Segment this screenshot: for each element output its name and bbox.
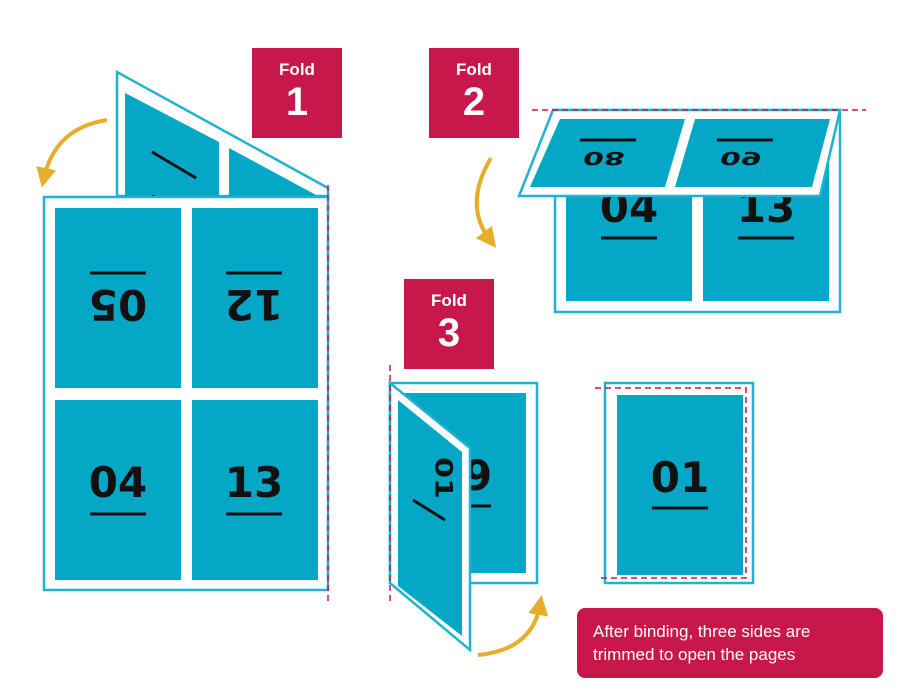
page-number: 05 [89, 280, 147, 329]
page-04: 04 [55, 400, 181, 580]
page-number: 08 [581, 148, 627, 169]
page-number: 12 [225, 280, 283, 329]
fold-2-sheet: 04 13 08 09 [474, 108, 866, 314]
fold-arrow [477, 595, 549, 657]
fold-word: Fold [279, 60, 315, 79]
fold-1-label: Fold 1 [252, 48, 342, 138]
fold-3-label: Fold 3 [404, 279, 494, 369]
page-number: 01 [651, 453, 709, 502]
fold-2-label: Fold 2 [429, 48, 519, 138]
fold-arrow [474, 156, 497, 248]
page-number: 09 [718, 148, 764, 169]
final-booklet: 01 [595, 381, 755, 585]
trim-line [595, 387, 747, 579]
fold-number: 3 [437, 311, 461, 355]
page-number: 04 [89, 458, 147, 507]
page-number: 13 [225, 458, 283, 507]
fold-word: Fold [431, 291, 467, 310]
fold-number: 1 [285, 80, 309, 124]
page-number: 01 [429, 457, 456, 499]
fold-1-sheet: 07 05 12 04 13 [36, 69, 330, 604]
page-12: 12 [192, 208, 318, 388]
fold-word: Fold [456, 60, 492, 79]
fold-arrow [36, 118, 108, 188]
page-05: 05 [55, 208, 181, 388]
page-13: 13 [192, 400, 318, 580]
trim-note: After binding, three sides are trimmed t… [577, 608, 883, 678]
fold-3-sheet: 09 01 [388, 365, 549, 657]
fold-2-flap: 08 09 [517, 108, 842, 198]
fold-number: 2 [462, 80, 486, 124]
fold-1-flap: 07 [115, 69, 330, 243]
fold-3-flap: 01 [388, 380, 472, 653]
